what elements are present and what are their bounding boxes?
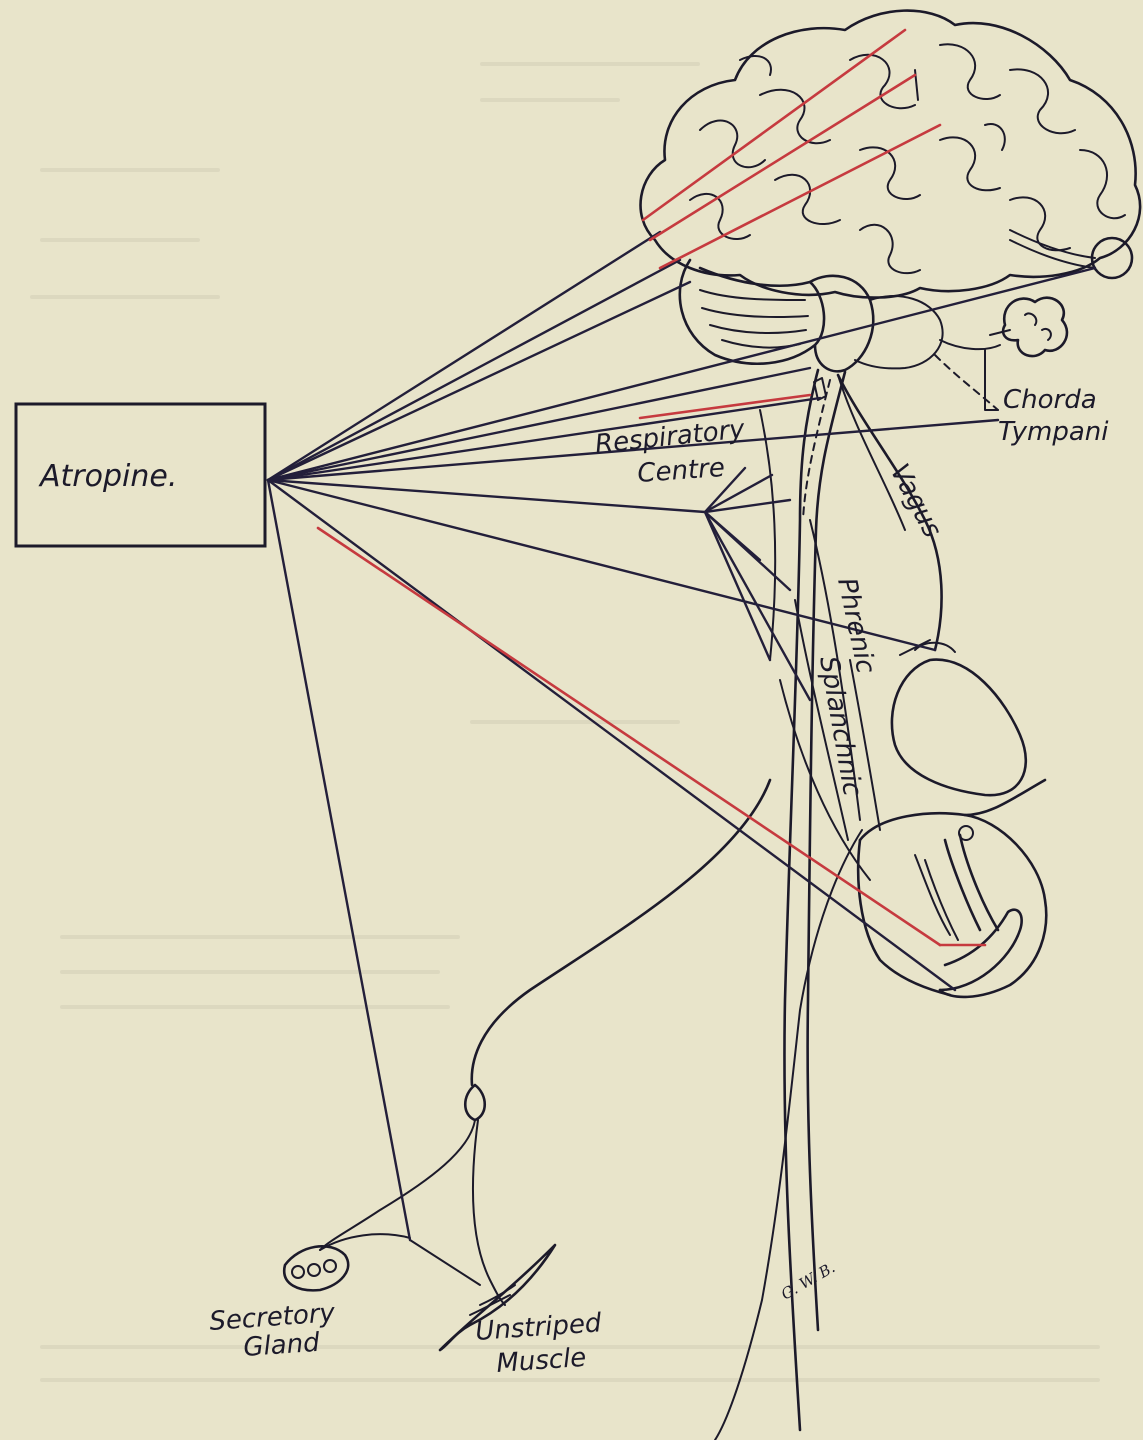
atropine-label: Atropine. xyxy=(38,459,177,494)
salivary-gland xyxy=(990,298,1067,356)
artist-initials: G. W. B. xyxy=(778,1258,838,1303)
cerebellum xyxy=(680,260,824,364)
secretory-gland xyxy=(284,1234,410,1290)
muscle-label-2: Muscle xyxy=(495,1343,587,1379)
brain-cerebrum xyxy=(641,11,1141,298)
respiratory-label-2: Centre xyxy=(636,453,725,489)
chorda-label-1: Chorda xyxy=(1003,385,1097,415)
heart xyxy=(892,640,1026,795)
peripheral-nerve xyxy=(320,780,862,1440)
vagus-branch xyxy=(838,375,905,530)
stomach xyxy=(858,780,1046,997)
chorda-label-2: Tympani xyxy=(998,417,1109,447)
gland-label-2: Gland xyxy=(242,1328,321,1363)
atropine-action-lines xyxy=(268,30,1095,1240)
chorda-dashed-line xyxy=(935,355,998,410)
muscle-label-1: Unstriped xyxy=(474,1308,602,1347)
